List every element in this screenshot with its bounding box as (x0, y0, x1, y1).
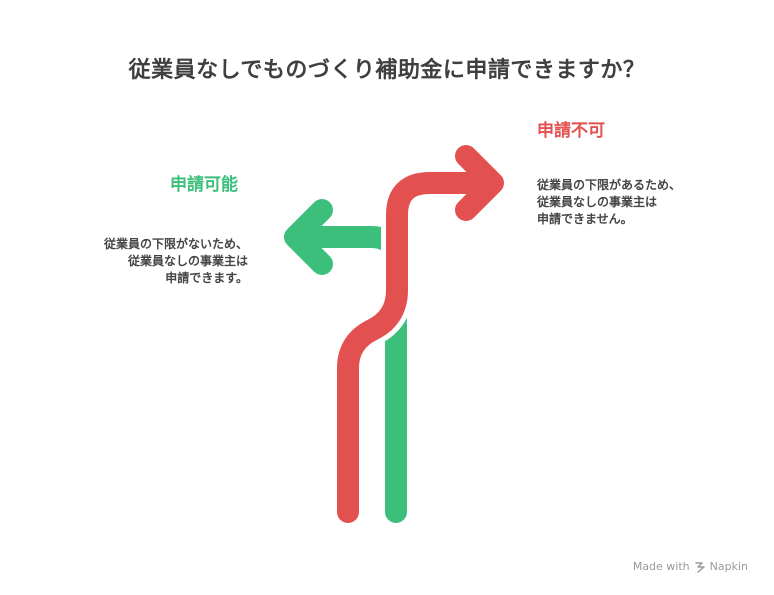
description-line: 従業員なしの事業主は (127, 254, 248, 268)
brand-text: Napkin (709, 560, 748, 573)
option-description-possible: 従業員の下限がないため、 従業員なしの事業主は 申請できます。 (104, 236, 248, 287)
option-description-not-possible: 従業員の下限があるため、 従業員なしの事業主は 申請できません。 (537, 177, 681, 228)
description-line: 申請できません。 (537, 212, 633, 226)
napkin-logo-icon (694, 561, 705, 573)
page-title: 従業員なしでものづくり補助金に申請できますか？ (128, 58, 646, 83)
option-label-not-possible: 申請不可 (537, 121, 605, 141)
option-label-possible: 申請可能 (170, 175, 238, 195)
description-line: 申請できます。 (165, 271, 248, 285)
red-arrow-path (337, 172, 496, 523)
description-line: 従業員なしの事業主は (537, 195, 658, 209)
description-line: 従業員の下限があるため、 (537, 178, 682, 192)
made-with-text: Made with (632, 560, 690, 573)
red-arrowhead-icon (455, 145, 504, 221)
made-with-napkin-footer: Made with Napkin (633, 560, 748, 573)
green-arrowhead-icon (284, 199, 333, 275)
description-line: 従業員の下限がないため、 (103, 237, 248, 251)
